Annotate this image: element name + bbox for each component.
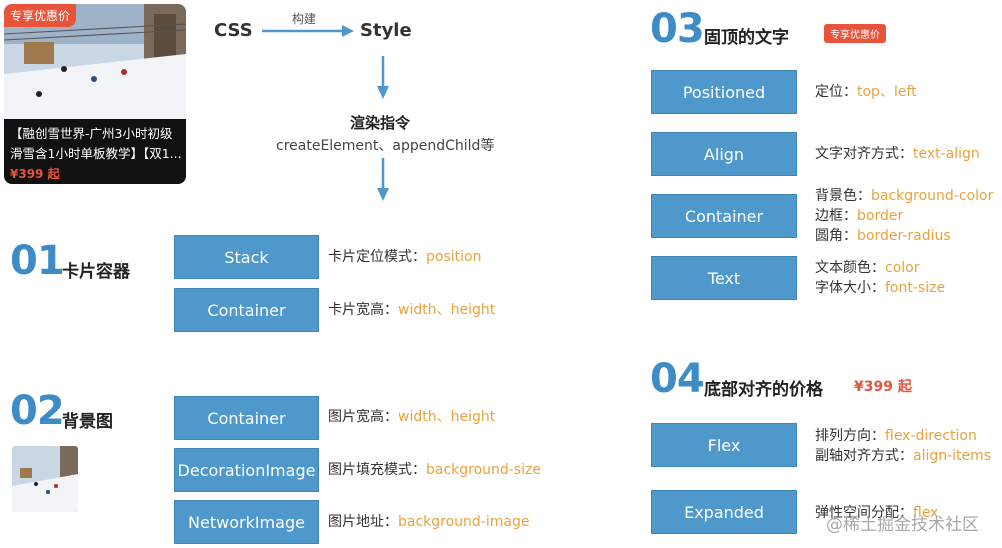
section-03-title: 固顶的文字 bbox=[704, 28, 789, 48]
section-04-title: 底部对齐的价格 bbox=[704, 380, 823, 400]
expanded-box: Expanded bbox=[651, 490, 797, 534]
container-box-2: Container bbox=[174, 396, 319, 440]
promo-tag: 专享优惠价 bbox=[4, 4, 77, 27]
container-desc-2: 图片宽高：width、height bbox=[328, 409, 496, 425]
arrow-right-icon bbox=[262, 25, 354, 37]
container-box-3: Container bbox=[651, 194, 797, 238]
text-box: Text bbox=[651, 256, 797, 300]
flex-desc: 排列方向：flex-direction 副轴对齐方式：align-items bbox=[815, 428, 992, 464]
decoration-image-box: DecorationImage bbox=[174, 448, 319, 492]
ski-scene-photo bbox=[4, 4, 186, 119]
render-instruction: 渲染指令 bbox=[350, 114, 411, 132]
positioned-box: Positioned bbox=[651, 70, 797, 114]
render-sub: createElement、appendChild等 bbox=[276, 138, 495, 154]
section-01-title: 卡片容器 bbox=[62, 262, 130, 282]
section-04-price: ¥399 起 bbox=[854, 379, 912, 395]
ski-thumbnail bbox=[12, 446, 78, 512]
card-price: ¥399 起 bbox=[10, 167, 60, 181]
section-03-number: 03 bbox=[650, 6, 705, 52]
arrow-down-icon bbox=[377, 56, 389, 99]
decoration-desc: 图片填充模式：background-size bbox=[328, 462, 542, 478]
build-label: 构建 bbox=[292, 12, 317, 26]
css-label: CSS bbox=[214, 20, 253, 41]
stack-desc: 卡片定位模式：position bbox=[328, 249, 482, 265]
section-02-title: 背景图 bbox=[62, 412, 113, 432]
container-desc-3: 背景色：background-color 边框：border 圆角：border… bbox=[815, 188, 994, 244]
expanded-desc: 弹性空间分配：flex bbox=[815, 505, 939, 521]
section-04-number: 04 bbox=[650, 356, 705, 402]
align-box: Align bbox=[651, 132, 797, 176]
promo-badge: 专享优惠价 bbox=[824, 24, 886, 43]
container-box-1: Container bbox=[174, 288, 319, 332]
stack-box: Stack bbox=[174, 235, 319, 279]
network-image-box: NetworkImage bbox=[174, 500, 319, 544]
style-label: Style bbox=[360, 20, 412, 41]
network-desc: 图片地址：background-image bbox=[328, 514, 530, 530]
watermark: @稀土掘金技术社区 bbox=[826, 515, 979, 535]
card-title: 【融创雪世界-广州3小时初级滑雪含1小时单板教学】【双1... bbox=[10, 126, 182, 161]
container-desc-1: 卡片宽高：width、height bbox=[328, 302, 496, 318]
align-desc: 文字对齐方式：text-align bbox=[815, 146, 980, 162]
section-01-number: 01 bbox=[10, 238, 65, 284]
section-02-number: 02 bbox=[10, 388, 65, 434]
product-card: 专享优惠价 【融创雪世界-广州3小时初级滑雪含1小时单板教学】【双1... ¥3… bbox=[4, 4, 186, 184]
text-desc: 文本颜色：color 字体大小：font-size bbox=[815, 260, 946, 296]
arrow-down-icon-2 bbox=[377, 158, 389, 201]
positioned-desc: 定位：top、left bbox=[815, 84, 917, 100]
flex-box: Flex bbox=[651, 423, 797, 467]
